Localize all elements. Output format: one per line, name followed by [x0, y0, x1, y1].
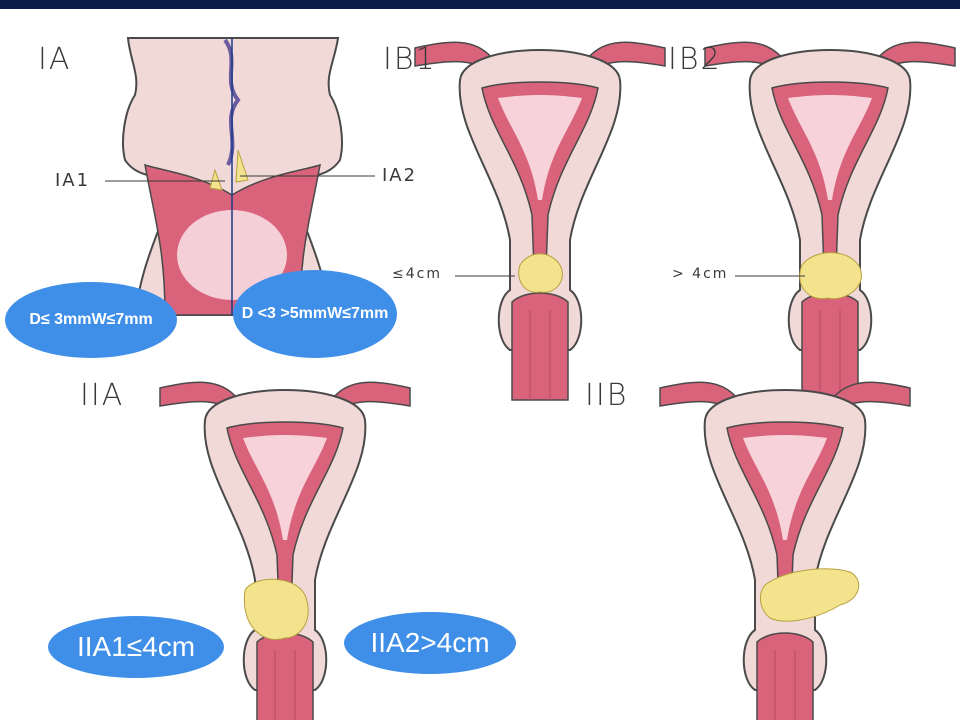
bubble-ia2: D <3 >5mm W≤7mm: [233, 270, 397, 358]
ib1-uterus-illustration: [414, 41, 666, 402]
measure-ib1: ≤4cm: [392, 266, 442, 282]
panel-label-ib2: IB2: [668, 42, 722, 77]
label-ia1: IA1: [55, 170, 91, 191]
top-bar: [0, 0, 960, 9]
label-ia2: IA2: [382, 165, 418, 186]
bubble-ia1-line1: D≤ 3mm: [29, 311, 92, 328]
panel-label-ib1: IB1: [383, 42, 437, 77]
bubble-iia2: IIA2>4cm: [344, 612, 516, 674]
panel-label-ia: IA: [38, 42, 72, 77]
bubble-ia2-line2: W≤7mm: [327, 305, 389, 322]
bubble-ia1: D≤ 3mm W≤7mm: [5, 282, 177, 358]
panel-label-iib: IIB: [585, 378, 629, 413]
bubble-ia2-line1: D <3 >5mm: [241, 305, 328, 322]
panel-label-iia: IIA: [80, 378, 125, 413]
ib2-uterus-illustration: [704, 41, 956, 402]
iib-uterus-illustration: [659, 381, 911, 720]
iia-uterus-illustration: [159, 381, 411, 720]
bubble-ia1-line2: W≤7mm: [91, 311, 153, 328]
bubble-iia1: IIA1≤4cm: [48, 616, 224, 678]
measure-ib2: > 4cm: [672, 266, 729, 282]
